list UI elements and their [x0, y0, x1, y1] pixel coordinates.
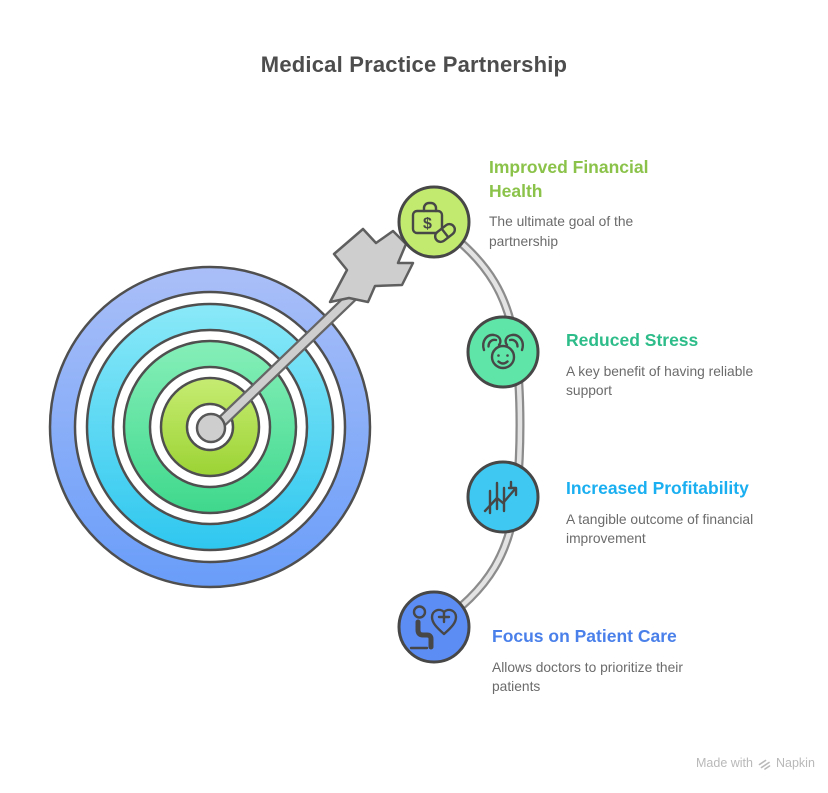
milestone-text-2: Reduced Stress A key benefit of having r… — [566, 329, 798, 400]
made-with-napkin-link[interactable]: Made with Napkin — [696, 756, 815, 770]
arrow-tip — [195, 412, 227, 444]
arrow-fletching — [328, 227, 415, 304]
napkin-logo-icon — [758, 759, 771, 770]
milestone-circle — [397, 185, 471, 259]
milestone-circle — [397, 590, 471, 664]
milestone-node-2 — [466, 315, 540, 389]
milestone-connector — [431, 218, 525, 631]
arrow-icon — [195, 227, 415, 444]
milestone-description: A key benefit of having reliable support — [566, 363, 754, 398]
svg-text:$: $ — [423, 216, 432, 233]
milestone-text-3: Increased Profitability A tangible outco… — [566, 477, 798, 548]
milestone-node-1: $ — [397, 185, 471, 259]
milestone-description: A tangible outcome of financial improvem… — [566, 511, 754, 546]
milestone-title: Reduced Stress — [566, 330, 699, 350]
milestone-node-4 — [397, 590, 471, 664]
milestone-text-1: Improved Financial Health The ultimate g… — [489, 156, 685, 251]
milestone-title: Increased Profitability — [566, 478, 749, 498]
briefcase-dollar-pill-icon: $ — [411, 201, 457, 244]
milestone-title: Focus on Patient Care — [492, 626, 677, 646]
growth-chart-icon — [483, 480, 518, 515]
milestone-description: The ultimate goal of the partnership — [489, 214, 634, 249]
milestone-description: Allows doctors to prioritize their patie… — [492, 659, 683, 694]
milestone-circle — [466, 315, 540, 389]
milestone-node-3 — [466, 460, 540, 534]
brand-label: Napkin — [775, 756, 815, 770]
milestone-text-4: Focus on Patient Care Allows doctors to … — [492, 625, 728, 696]
milestone-title: Improved Financial Health — [489, 157, 649, 201]
relaxed-person-icon — [482, 333, 524, 370]
patient-heart-icon — [409, 605, 458, 650]
page-title: Medical Practice Partnership — [260, 52, 568, 77]
made-with-label: Made with — [696, 756, 753, 770]
